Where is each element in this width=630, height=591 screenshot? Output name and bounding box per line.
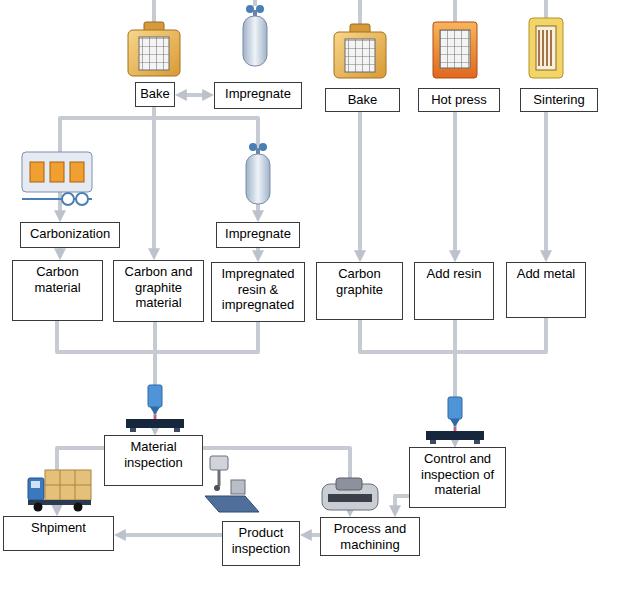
box-label: Impregnate	[221, 226, 295, 242]
process-box: Control and inspection of material	[409, 447, 506, 508]
box-label: Shpiment	[8, 520, 109, 536]
product-inspection-icon	[205, 456, 259, 512]
box-label: Hot press	[423, 92, 495, 108]
box-label: Add metal	[511, 266, 581, 282]
flow-arrow	[58, 248, 62, 253]
bake-oven-icon	[334, 24, 386, 78]
process-box: Hot press	[418, 88, 500, 112]
box-label: Bake	[330, 92, 395, 108]
flow-arrow	[152, 107, 156, 253]
box-label: Process and machining	[325, 521, 415, 552]
process-box: Impregnate	[214, 82, 302, 109]
hot-press-icon	[433, 22, 477, 78]
impregnation-tank-icon	[243, 5, 267, 66]
process-box: Add metal	[506, 262, 586, 318]
impregnation-tank-icon	[246, 143, 270, 204]
process-box: Bake	[325, 88, 400, 112]
flow-arrow	[57, 321, 155, 428]
flow-arrow	[360, 320, 455, 440]
process-box: Impregnate	[216, 222, 300, 248]
process-box: Process and machining	[320, 517, 420, 556]
box-label: Control and inspection of material	[414, 451, 501, 498]
box-label: Carbon and graphite material	[118, 264, 199, 311]
truck-icon	[28, 470, 91, 512]
flow-arrow	[395, 496, 409, 510]
inspection-table-icon	[426, 397, 484, 444]
carbonization-furnace-icon	[22, 152, 92, 205]
process-box: Product inspection	[222, 521, 300, 566]
process-box: Carbon graphite	[316, 262, 403, 320]
box-label: Carbonization	[25, 226, 115, 242]
flow-arrow	[358, 112, 362, 255]
process-box: Material inspection	[104, 435, 203, 486]
box-label: Impregnate	[219, 86, 297, 102]
box-label: Carbon graphite	[321, 266, 398, 297]
process-box: Bake	[135, 82, 175, 107]
process-box: Carbon and graphite material	[113, 260, 204, 322]
process-box: Carbonization	[20, 222, 120, 248]
box-label: Bake	[140, 86, 170, 102]
box-label: Material inspection	[109, 439, 198, 470]
flow-arrow	[544, 112, 548, 255]
box-label: Add resin	[419, 266, 489, 282]
sintering-furnace-icon	[529, 18, 563, 78]
box-label: Impregnated resin & impregnated	[216, 266, 300, 313]
inspection-table-icon	[126, 385, 184, 432]
process-box: Impregnated resin & impregnated	[211, 262, 305, 322]
flow-arrow	[154, 107, 258, 215]
flow-arrow	[455, 318, 546, 440]
box-label: Carbon material	[17, 264, 98, 295]
bake-oven-icon	[128, 22, 180, 76]
flow-arrow	[155, 322, 258, 428]
flow-arrow	[453, 112, 457, 255]
box-label: Sintering	[525, 92, 593, 108]
flow-arrow	[307, 533, 320, 537]
machining-center-icon	[322, 478, 378, 510]
box-label: Product inspection	[227, 525, 295, 556]
process-box: Shpiment	[3, 516, 114, 551]
flow-arrow	[182, 93, 207, 97]
process-box: Carbon material	[12, 260, 103, 321]
flow-arrow	[256, 248, 260, 255]
process-box: Sintering	[520, 88, 598, 112]
process-box: Add resin	[414, 262, 494, 320]
incoming-stubs	[154, 0, 546, 26]
flow-arrow	[121, 533, 222, 537]
